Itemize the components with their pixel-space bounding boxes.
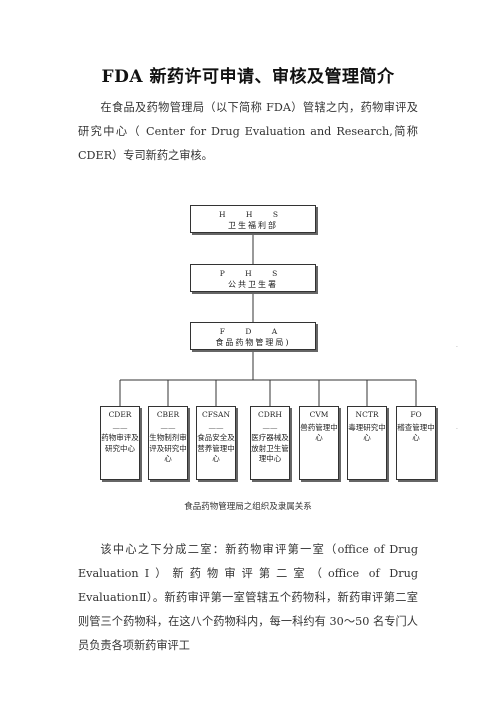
center-abbr: CDRH — [258, 410, 282, 419]
center-abbr: FO — [410, 410, 422, 419]
center-full-name: 医疗器械及放射卫生管理中心 — [251, 433, 289, 463]
org-box-cder: CDER —— 药物审评及研究中心 — [100, 406, 140, 480]
org-box-cber: CBER —— 生物制剂审评及研究中心 — [148, 406, 188, 480]
org-box-fo: FO 稽查管理中心 — [396, 406, 436, 480]
org-box-nctr: NCTR 毒理研究中心 — [347, 406, 387, 480]
center-abbr: CBER — [156, 410, 180, 419]
scan-speck: · — [456, 426, 458, 433]
org-box-abbr: P H S — [219, 269, 287, 278]
org-box-fda: F D A 食品药物管理局) — [190, 322, 316, 350]
center-full-name: 兽药管理中心 — [300, 422, 338, 443]
org-box-abbr: F D A — [219, 327, 287, 336]
center-full-name: 稽查管理中心 — [397, 422, 435, 443]
org-box-abbr: H H S — [219, 210, 287, 219]
org-box-full-name: 食品药物管理局) — [215, 338, 291, 347]
intro-paragraph: 在食品及药物管理局（以下简称 FDA）管辖之内，药物审评及研究中心（ Cente… — [78, 101, 418, 162]
center-dash: —— — [112, 422, 128, 432]
org-box-phs: P H S 公共卫生署 — [190, 264, 316, 292]
center-full-name: 毒理研究中心 — [348, 422, 386, 443]
center-abbr: NCTR — [355, 410, 379, 419]
body-paragraph: 该中心之下分成二室：新药物审评第一室（office of Drug Evalua… — [78, 543, 418, 652]
org-box-full-name: 卫生福利部 — [228, 221, 278, 230]
center-abbr: CVM — [309, 410, 329, 419]
center-dash: —— — [208, 422, 224, 432]
org-box-cfsan: CFSAN —— 食品安全及营养管理中心 — [196, 406, 236, 480]
center-dash: —— — [262, 422, 278, 432]
org-box-full-name: 公共卫生署 — [228, 280, 278, 289]
center-full-name: 生物制剂审评及研究中心 — [149, 433, 187, 463]
center-abbr: CFSAN — [201, 410, 231, 419]
org-box-cdrh: CDRH —— 医疗器械及放射卫生管理中心 — [250, 406, 290, 480]
org-box-hhs: H H S 卫生福利部 — [190, 205, 316, 233]
org-box-cvm: CVM 兽药管理中心 — [299, 406, 339, 480]
center-abbr: CDER — [108, 410, 132, 419]
page-title: FDA 新药许可申请、审核及管理简介 — [101, 67, 395, 87]
center-full-name: 药物审评及研究中心 — [101, 433, 139, 453]
scan-speck: · — [456, 344, 458, 351]
org-chart-caption: 食品药物管理局之组织及隶属关系 — [184, 502, 312, 512]
center-dash: —— — [160, 422, 176, 432]
center-full-name: 食品安全及营养管理中心 — [197, 433, 235, 463]
